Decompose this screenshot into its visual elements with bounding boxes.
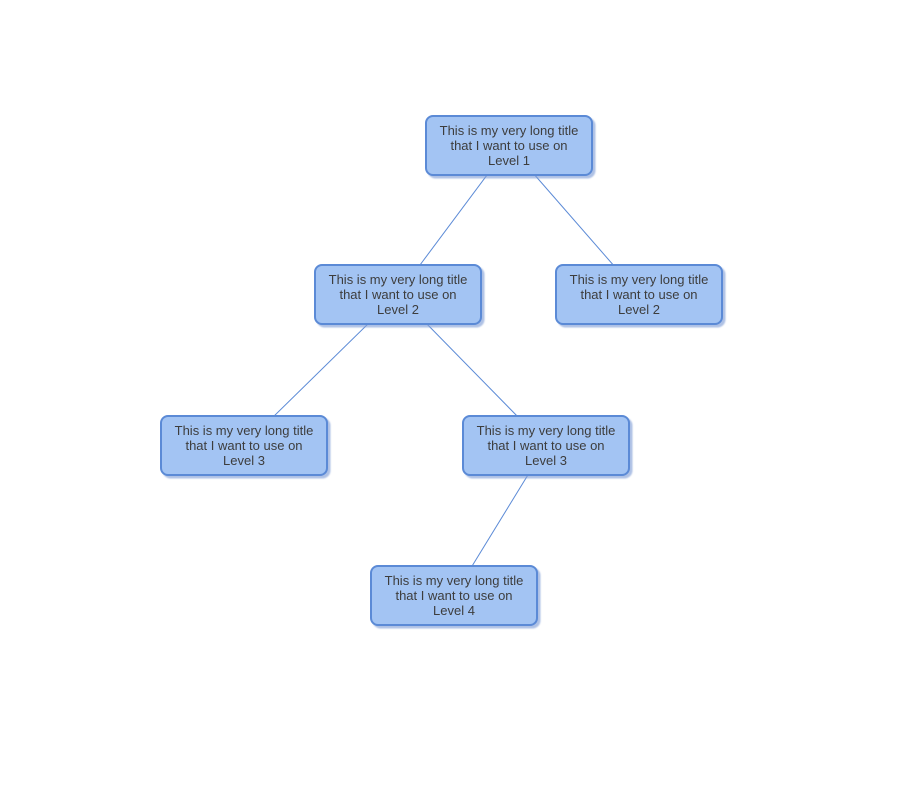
node-label-line: Level 4 xyxy=(433,603,475,618)
node-label-line: that I want to use on xyxy=(185,438,303,453)
node-label-line: that I want to use on xyxy=(450,138,568,153)
node-label-line: Level 3 xyxy=(525,453,567,468)
node-label-line: Level 2 xyxy=(618,302,660,317)
node-label-line: that I want to use on xyxy=(395,588,513,603)
node-label-line: This is my very long title xyxy=(328,272,468,287)
node-label-line: This is my very long title xyxy=(174,423,314,438)
node-label-line: Level 1 xyxy=(488,153,530,168)
node-label-line: that I want to use on xyxy=(580,287,698,302)
node-label-line: This is my very long title xyxy=(569,272,709,287)
node-label-line: that I want to use on xyxy=(487,438,605,453)
node-label-line: that I want to use on xyxy=(339,287,457,302)
node-label-line: This is my very long title xyxy=(439,123,579,138)
node-label-line: Level 3 xyxy=(223,453,265,468)
node-label-line: This is my very long title xyxy=(384,573,524,588)
node-label-line: This is my very long title xyxy=(476,423,616,438)
node-label-line: Level 2 xyxy=(377,302,419,317)
